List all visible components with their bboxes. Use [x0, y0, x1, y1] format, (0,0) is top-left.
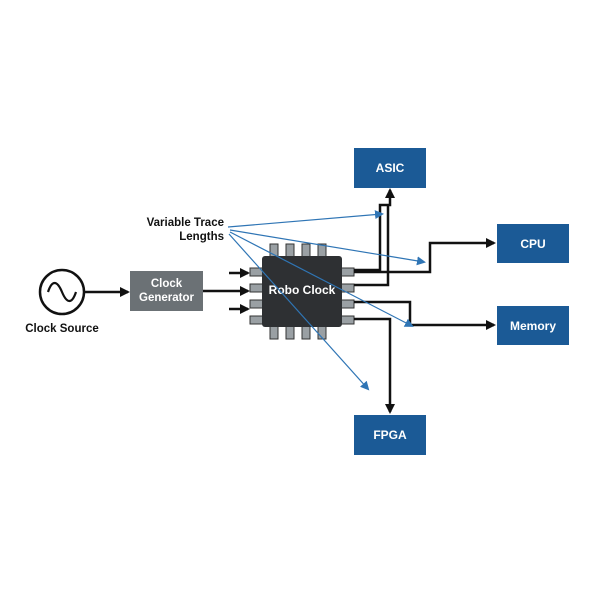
clock-source: Clock Source [25, 268, 99, 335]
robo-clock-chip: Robo Clock [262, 256, 342, 327]
clock-generator-box: Clock Generator [130, 271, 203, 311]
trace-to-fpga [354, 317, 395, 414]
annotation-line1: Variable Trace [147, 217, 224, 229]
annotation-line2: Lengths [179, 231, 224, 243]
clock-generator-label-line1: Clock [151, 278, 183, 290]
fpga-label: FPGA [373, 428, 407, 442]
asic-label: ASIC [376, 161, 405, 175]
asic-box: ASIC [354, 148, 426, 188]
memory-label: Memory [510, 319, 556, 333]
clock-source-label: Clock Source [25, 323, 99, 335]
cpu-box: CPU [497, 224, 569, 263]
robo-clock-label: Robo Clock [269, 283, 336, 297]
clock-generator-label-line2: Generator [139, 292, 194, 304]
trace-to-asic [354, 188, 395, 272]
trace-to-cpu [354, 238, 496, 274]
memory-box: Memory [497, 306, 569, 345]
trace-to-memory [354, 300, 496, 330]
annotation: Variable Trace Lengths [147, 217, 224, 243]
fpga-box: FPGA [354, 415, 426, 455]
annotation-arrows [227, 210, 426, 391]
trace-to-asic-2 [354, 206, 390, 287]
cpu-label: CPU [520, 237, 545, 251]
